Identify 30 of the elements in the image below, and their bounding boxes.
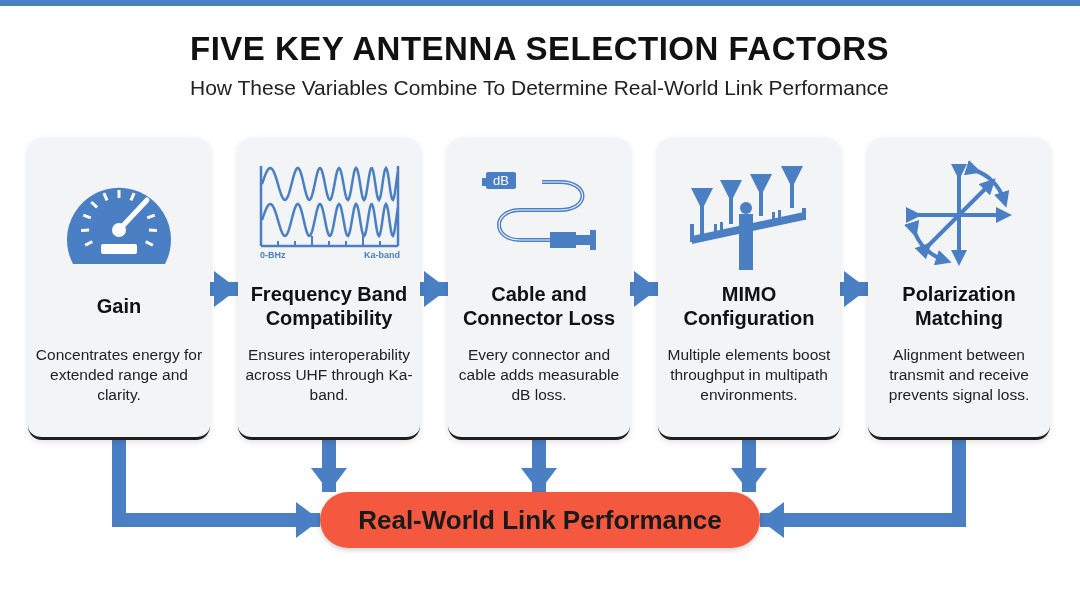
flow-arrow [630,271,658,307]
flow-arrow [731,440,767,492]
card-heading: MIMO Configuration [682,282,816,330]
flow-arrow [760,440,966,538]
flow-arrow [840,271,868,307]
result-pill: Real-World Link Performance [320,492,760,548]
flow-arrow [521,440,557,492]
diagram-subtitle: How These Variables Combine To Determine Real-World Link Performance [190,76,889,100]
axis-label: Ka-band [364,250,400,260]
card-heading: Cable and Connector Loss [461,282,617,330]
card-description: Alignment between transmit and receive prevents signal loss. [887,345,1031,405]
diagram-title: FIVE KEY ANTENNA SELECTION FACTORS [190,30,890,68]
card-description: Concentrates energy for extended range and clarity. [34,345,204,405]
card-description: Multiple elements boost throughput in multipath environments. [666,345,832,405]
flow-arrow [112,440,320,538]
factor-card [28,138,210,440]
factor-card [238,138,420,440]
factor-card [868,138,1050,440]
factor-card [448,138,630,440]
flow-arrow [420,271,448,307]
card-heading: Gain [96,294,142,318]
card-heading: Polarization Matching [901,282,1017,330]
factor-card [658,138,840,440]
axis-label: 0-BHz [260,250,286,260]
flow-arrow [311,440,347,492]
card-description: Every connector and cable adds measurable dB loss. [457,345,621,405]
flow-arrow [210,271,238,307]
db-tag: dB [486,172,516,189]
card-description: Ensures interoperability across UHF through Ka-band. [244,345,414,405]
card-heading: Frequency Band Compatibility [249,282,409,330]
